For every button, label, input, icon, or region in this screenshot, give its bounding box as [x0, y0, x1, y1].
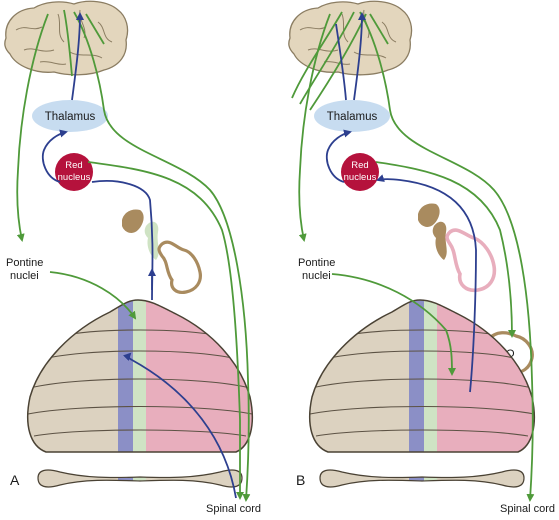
- green-pathways-a: [16, 9, 251, 502]
- cortico-green-extra-a: [85, 13, 105, 45]
- thalamo-cortical-b2: [335, 23, 347, 101]
- cortico-fan-b1: [291, 11, 343, 99]
- paravermis-strip-a: [133, 300, 146, 452]
- dentato-rubral-a: [91, 180, 154, 301]
- deep-nuclei-a: [122, 209, 202, 294]
- panel-letter-a: A: [10, 472, 20, 488]
- paravermis-strip-b: [424, 300, 437, 452]
- pontine-label-a-line2: nuclei: [10, 270, 39, 282]
- corticospinal-tract-b: [359, 11, 535, 502]
- brain-a: [4, 0, 129, 76]
- thalamus-label-b: Thalamus: [327, 111, 378, 123]
- blue-pathways-a: [41, 12, 237, 499]
- red-nucleus-label-a-line1: Red: [65, 160, 82, 171]
- panel-a: Thalamus Red nucleus: [4, 0, 261, 515]
- cortico-rubral-a: [63, 9, 73, 77]
- red-nucleus-label-b-line1: Red: [351, 160, 368, 171]
- red-nucleus-label-a-line2: nucleus: [58, 172, 91, 183]
- red-nucleus-a: [55, 153, 93, 191]
- pontine-to-cerebellum-a: [49, 271, 137, 320]
- thalamo-cortical-b: [353, 12, 366, 101]
- rubrospinal-tract-a: [87, 161, 244, 500]
- dentato-thalamic-b: [376, 174, 477, 393]
- thalamus-a: [32, 100, 108, 132]
- brainstem-slice-b: [319, 469, 525, 488]
- panel-b: Thalamus Red nucleus IO: [288, 0, 555, 515]
- rubro-thalamic-b: [325, 129, 352, 183]
- pontine-label-a-line1: Pontine: [6, 257, 43, 269]
- red-nucleus-b: [341, 153, 379, 191]
- pontine-to-cerebellum-b: [331, 273, 456, 376]
- rubro-olivary-b: [375, 161, 516, 338]
- thalamus-b: [314, 100, 390, 132]
- cortico-fan-b2: [299, 11, 355, 105]
- panel-letter-b: B: [296, 472, 305, 488]
- blue-pathways-b: [325, 12, 477, 393]
- pontine-label-b-line1: Pontine: [298, 257, 335, 269]
- rubro-thalamic-a: [41, 129, 68, 183]
- cortico-pontine-tract-a: [16, 13, 49, 242]
- green-pathways-b: [291, 11, 535, 502]
- corticospinal-tract-a: [73, 11, 251, 502]
- cortico-fan-b3: [309, 13, 367, 111]
- vermis-strip-a: [118, 300, 133, 452]
- thalamus-label-a: Thalamus: [45, 111, 96, 123]
- red-nucleus-label-b-line2: nucleus: [344, 172, 377, 183]
- thalamo-cortical-a: [71, 12, 84, 101]
- pontine-label-b-line2: nuclei: [302, 270, 331, 282]
- spinal-cord-label-a: Spinal cord: [206, 503, 261, 515]
- cortico-green-extra-b: [369, 13, 389, 45]
- spinocerebellar-tract-a: [122, 352, 237, 499]
- brain-b: [288, 0, 413, 76]
- deep-nuclei-b: [418, 203, 497, 293]
- brainstem-slice-a: [37, 469, 243, 488]
- vermis-strip-b: [409, 300, 424, 452]
- spinal-cord-label-b: Spinal cord: [500, 503, 555, 515]
- cerebellum-a: [27, 299, 254, 453]
